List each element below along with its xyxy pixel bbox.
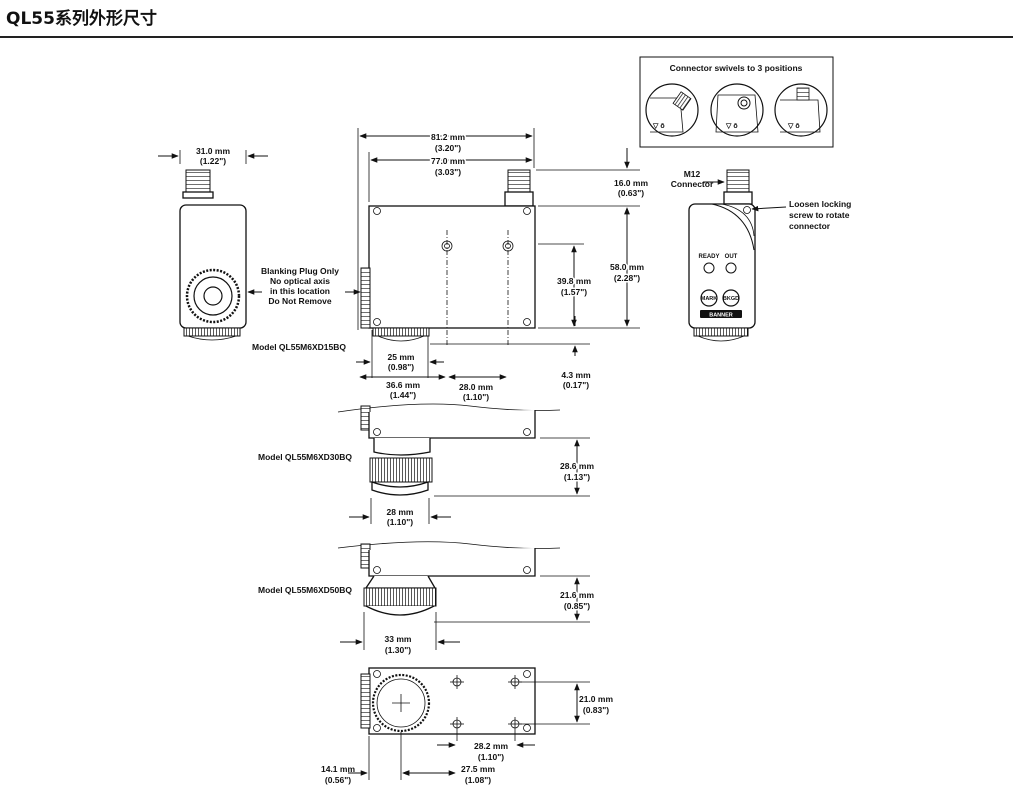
svg-text:31.0 mm: 31.0 mm xyxy=(196,146,230,156)
svg-text:(0.63"): (0.63") xyxy=(618,188,644,198)
svg-text:(3.20"): (3.20") xyxy=(435,143,461,153)
svg-text:28 mm: 28 mm xyxy=(387,507,414,517)
model-30-label: Model QL55M6XD30BQ xyxy=(258,452,352,462)
svg-text:21.6 mm: 21.6 mm xyxy=(560,590,594,600)
svg-text:(2.28"): (2.28") xyxy=(614,273,640,283)
title-divider xyxy=(0,36,1013,38)
svg-text:Loosen locking: Loosen locking xyxy=(789,199,851,209)
svg-text:Do Not Remove: Do Not Remove xyxy=(268,296,332,306)
svg-text:BKGD: BKGD xyxy=(723,296,739,302)
svg-text:(0.85"): (0.85") xyxy=(564,601,590,611)
svg-text:39.8 mm: 39.8 mm xyxy=(557,276,591,286)
mark-button xyxy=(700,289,718,307)
svg-text:21.0 mm: 21.0 mm xyxy=(579,694,613,704)
swivel-pos-3: ▽ ō xyxy=(774,83,828,137)
svg-text:connector: connector xyxy=(789,221,831,231)
svg-text:58.0 mm: 58.0 mm xyxy=(610,262,644,272)
svg-text:MARK: MARK xyxy=(701,296,718,302)
svg-text:27.5 mm: 27.5 mm xyxy=(461,764,495,774)
svg-text:Connector: Connector xyxy=(671,179,714,189)
svg-text:14.1 mm: 14.1 mm xyxy=(321,764,355,774)
svg-text:(1.08"): (1.08") xyxy=(465,775,491,785)
page-title: QL55系列外形尺寸 xyxy=(6,9,157,29)
swivel-pos-2: ▽ ō xyxy=(710,83,764,137)
svg-text:Blanking Plug Only: Blanking Plug Only xyxy=(261,266,339,276)
svg-text:(0.98"): (0.98") xyxy=(388,362,414,372)
front-view: Model QL55M6XD15BQ 81.2 mm (3.20") 77.0 … xyxy=(252,128,648,402)
svg-text:(1.44"): (1.44") xyxy=(390,390,416,400)
svg-text:M12: M12 xyxy=(684,169,701,179)
svg-text:28.2 mm: 28.2 mm xyxy=(474,741,508,751)
bkgd-button xyxy=(722,289,740,307)
svg-text:77.0 mm: 77.0 mm xyxy=(431,156,465,166)
svg-text:(1.13"): (1.13") xyxy=(564,472,590,482)
svg-text:28.0 mm: 28.0 mm xyxy=(459,382,493,392)
blanking-plug-note: Blanking Plug Only No optical axis in th… xyxy=(247,266,361,306)
swivel-inset: Connector swivels to 3 positions ▽ ō ▽ ō… xyxy=(639,56,834,148)
svg-text:25 mm: 25 mm xyxy=(388,352,415,362)
svg-text:▽ ō: ▽ ō xyxy=(787,123,800,130)
svg-text:36.6 mm: 36.6 mm xyxy=(386,380,420,390)
svg-text:(1.22"): (1.22") xyxy=(200,156,226,166)
model-15-label: Model QL55M6XD15BQ xyxy=(252,342,346,352)
out-led xyxy=(725,262,737,274)
svg-text:28.6 mm: 28.6 mm xyxy=(560,461,594,471)
svg-text:(1.10"): (1.10") xyxy=(478,752,504,762)
svg-text:▽ ō: ▽ ō xyxy=(725,123,738,130)
svg-text:(0.17"): (0.17") xyxy=(563,380,589,390)
bottom-view: 21.0 mm (0.83") 28.2 mm (1.10") 14.1 mm … xyxy=(321,667,613,785)
model-30-view: Model QL55M6XD30BQ 28.6 mm (1.13") 28 mm… xyxy=(258,403,596,527)
svg-text:4.3 mm: 4.3 mm xyxy=(561,370,591,380)
swivel-pos-1: ▽ ō xyxy=(645,83,699,137)
inset-heading: Connector swivels to 3 positions xyxy=(670,63,803,73)
ready-led xyxy=(703,262,715,274)
ready-label: READY xyxy=(698,254,719,260)
svg-text:(0.56"): (0.56") xyxy=(325,775,351,785)
side-view-left: 31.0 mm (1.22") xyxy=(158,146,268,341)
svg-text:16.0 mm: 16.0 mm xyxy=(614,178,648,188)
brand-label: BANNER xyxy=(709,313,733,319)
side-view-right: READY OUT MARK BKGD BANNER M12 Connector… xyxy=(671,169,851,342)
svg-text:in this location: in this location xyxy=(270,286,330,296)
svg-text:(1.57"): (1.57") xyxy=(561,287,587,297)
svg-text:(1.10"): (1.10") xyxy=(387,517,413,527)
svg-text:▽ ō: ▽ ō xyxy=(652,123,665,130)
svg-text:(1.30"): (1.30") xyxy=(385,645,411,655)
model-50-label: Model QL55M6XD50BQ xyxy=(258,585,352,595)
svg-text:33 mm: 33 mm xyxy=(385,634,412,644)
svg-text:No optical axis: No optical axis xyxy=(270,276,330,286)
svg-text:(1.10"): (1.10") xyxy=(463,392,489,402)
model-50-view: Model QL55M6XD50BQ 21.6 mm (0.85") 33 mm… xyxy=(258,541,596,655)
svg-text:screw to rotate: screw to rotate xyxy=(789,210,850,220)
out-label: OUT xyxy=(725,254,738,260)
svg-text:(3.03"): (3.03") xyxy=(435,167,461,177)
svg-text:(0.83"): (0.83") xyxy=(583,705,609,715)
svg-text:81.2 mm: 81.2 mm xyxy=(431,132,465,142)
